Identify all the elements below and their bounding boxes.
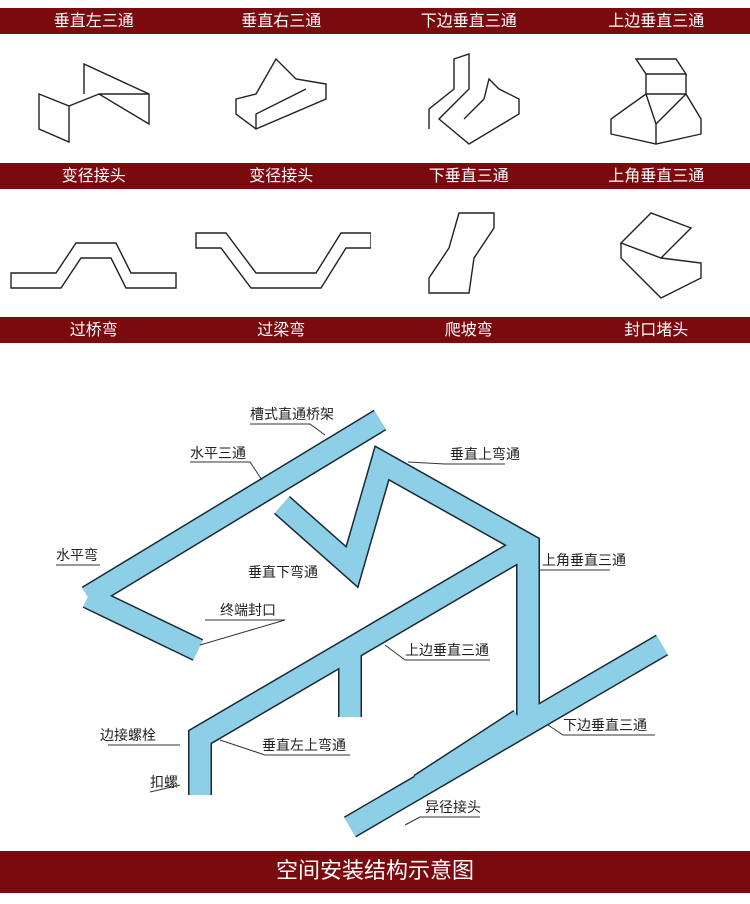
label-horizontal-bend: 水平弯 — [56, 547, 98, 564]
bottom-vertical-tee-image — [375, 34, 563, 163]
label-clip: 扣螺 — [150, 775, 178, 791]
label-vertical-down-bend: 垂直下弯通 — [248, 564, 318, 581]
label: 上角垂直三通 — [608, 166, 705, 185]
label-bar-2: 变径接头 变径接头 下垂直三通 上角垂直三通 — [0, 163, 750, 189]
image-row-1 — [0, 34, 750, 163]
top-vertical-tee-image — [563, 34, 750, 163]
tray-structure — [81, 409, 669, 838]
label: 过梁弯 — [257, 320, 306, 339]
label-edge-bolt: 边接螺栓 — [100, 727, 156, 744]
label: 封口堵头 — [624, 320, 689, 339]
label-horizontal-tee: 水平三通 — [190, 446, 246, 462]
image-row-2 — [0, 189, 750, 317]
label: 上边垂直三通 — [608, 11, 705, 30]
label: 下边垂直三通 — [420, 11, 517, 30]
label: 下垂直三通 — [428, 166, 509, 185]
label: 变径接头 — [249, 166, 314, 185]
bridge-bend-image — [0, 189, 188, 317]
installation-diagram: 槽式直通桥架 水平三通 垂直上弯通 水平弯 垂直下弯通 上角垂直三通 终端封口 … — [56, 406, 669, 838]
label: 过桥弯 — [69, 320, 118, 339]
footer-title: 空间安装结构示意图 — [0, 851, 750, 893]
beam-bend-image — [188, 189, 376, 317]
climbing-bend-image — [375, 189, 563, 317]
label-bar-3: 过桥弯 过梁弯 爬坡弯 封口堵头 — [0, 317, 750, 343]
end-cap-image — [563, 189, 750, 317]
leader-lines — [56, 423, 655, 826]
label-corner-vertical-tee: 上角垂直三通 — [542, 552, 626, 569]
label-straight-tray: 槽式直通桥架 — [250, 406, 334, 423]
label-end-cap: 终端封口 — [220, 603, 276, 619]
label-vertical-up-bend: 垂直上弯通 — [450, 446, 520, 463]
vertical-left-tee-image — [0, 34, 188, 163]
label: 垂直右三通 — [241, 11, 322, 30]
label-bar-1: 垂直左三通 垂直右三通 下边垂直三通 上边垂直三通 — [0, 8, 750, 34]
label: 爬坡弯 — [444, 320, 493, 339]
label: 变径接头 — [61, 166, 126, 185]
vertical-right-tee-image — [188, 34, 376, 163]
label-top-vertical-tee: 上边垂直三通 — [405, 642, 489, 659]
label-bottom-vertical-tee: 下边垂直三通 — [563, 717, 647, 734]
label: 垂直左三通 — [53, 11, 134, 30]
label-vertical-left-up-bend: 垂直左上弯通 — [262, 737, 346, 754]
label-reducer: 异径接头 — [425, 799, 481, 816]
